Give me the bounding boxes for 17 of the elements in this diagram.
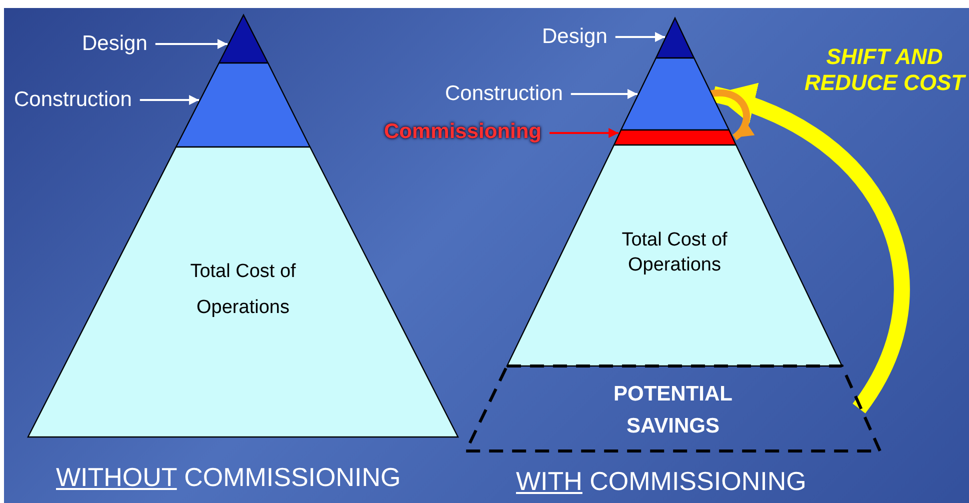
arrow: [570, 89, 638, 99]
stage-label: Design: [542, 25, 608, 49]
arrow: [709, 89, 754, 140]
stage-label: Design: [82, 32, 148, 56]
stage-label: Commissioning: [384, 120, 542, 144]
arrow: [550, 128, 619, 138]
stage-label: Construction: [445, 82, 563, 106]
arrow: [615, 32, 665, 42]
arrow: [155, 39, 228, 49]
stage-label: Construction: [14, 88, 132, 112]
callout-text: SHIFT AND REDUCE COST: [803, 44, 967, 97]
band-label: Total Cost of Operations: [620, 228, 728, 277]
diagram-caption: WITH COMMISSIONING: [516, 466, 806, 497]
band-label: POTENTIAL SAVINGS: [612, 382, 734, 439]
arrow: [140, 95, 200, 105]
diagram-caption: WITHOUT COMMISSIONING: [56, 462, 401, 493]
band-label: Total Cost of Operations: [189, 260, 297, 320]
